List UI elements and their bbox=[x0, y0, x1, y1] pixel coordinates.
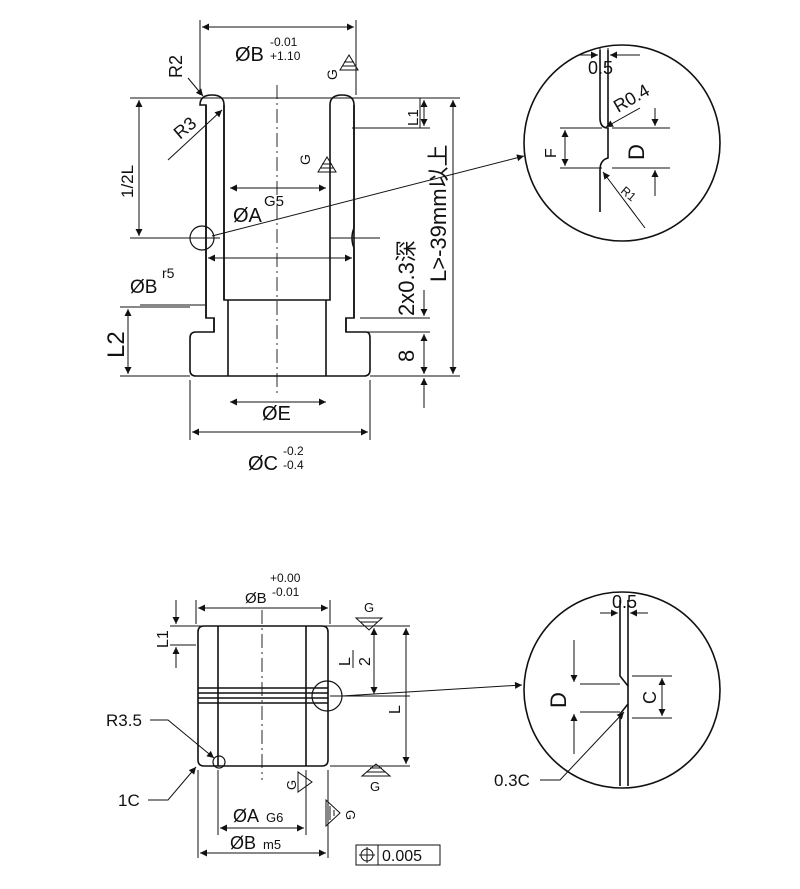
bottom-detail-c-label: C bbox=[640, 691, 660, 704]
bottom-m5-label: m5 bbox=[263, 837, 281, 852]
bottom-dia-b-tol-upper: +0.00 bbox=[270, 571, 301, 585]
top-dia-b-label: ØB bbox=[235, 44, 264, 66]
top-half-l-label: 1/2L bbox=[118, 165, 137, 198]
top-dia-c-tol-lower: -0.4 bbox=[283, 458, 304, 472]
top-dia-b-r5-label: ØB bbox=[130, 277, 157, 298]
bottom-r35-label: R3.5 bbox=[106, 711, 142, 730]
bottom-detail-chamfer-label: 0.3C bbox=[494, 771, 530, 790]
top-dia-b-tol-lower: +1.10 bbox=[270, 49, 301, 63]
top-detail-gap-label: 0.5 bbox=[588, 58, 613, 78]
top-eight-label: 8 bbox=[394, 350, 419, 362]
top-detail-d-label: D bbox=[624, 144, 649, 160]
top-dia-b-tol-upper: -0.01 bbox=[270, 35, 298, 49]
top-dia-c-tol-upper: -0.2 bbox=[283, 444, 304, 458]
top-guide-bushing-view: ØB -0.01 +1.10 R2 R3 1/2L ØA G5 ØB r5 L2… bbox=[103, 20, 525, 475]
bottom-grind-outer-label: G bbox=[343, 810, 358, 820]
top-dia-a-label: ØA bbox=[233, 205, 263, 227]
top-detail-circle bbox=[523, 44, 721, 242]
bottom-dia-a-label: ØA bbox=[233, 806, 259, 826]
top-detail-r04-label: R0.4 bbox=[610, 80, 653, 116]
bottom-detail-d-label: D bbox=[546, 692, 571, 708]
top-dia-c-label: ØC bbox=[248, 453, 278, 475]
position-tolerance-value: 0.005 bbox=[382, 848, 422, 865]
bottom-detail-circle bbox=[523, 591, 721, 789]
bottom-part-outline bbox=[197, 625, 329, 767]
bottom-1c-label: 1C bbox=[118, 791, 140, 810]
top-dia-e-label: ØE bbox=[262, 403, 291, 425]
position-tolerance-frame: 0.005 bbox=[355, 844, 441, 866]
top-length-label: L>-39mm以上 bbox=[426, 144, 451, 282]
top-r2-label: R2 bbox=[166, 55, 186, 78]
top-detail-f-label: F bbox=[543, 148, 560, 158]
bottom-detail-gap-label: 0.5 bbox=[612, 592, 637, 612]
top-r5-label: r5 bbox=[162, 265, 175, 281]
bottom-r35-circle bbox=[212, 755, 226, 769]
bottom-grind-top-label: G bbox=[364, 600, 374, 615]
bottom-groove-detail: 0.5 D C 0.3C bbox=[494, 591, 721, 790]
top-grind-g1-label: G bbox=[324, 69, 340, 80]
bottom-l-label: L bbox=[387, 705, 404, 714]
top-l1-label: L1 bbox=[405, 109, 422, 126]
bottom-dia-b-label: ØB bbox=[245, 590, 267, 607]
bottom-dia-b-tol-lower: -0.01 bbox=[272, 585, 300, 599]
bottom-grind-bottom-label: G bbox=[370, 779, 380, 794]
top-g5-label: G5 bbox=[264, 193, 284, 210]
top-r3-label: R3 bbox=[170, 113, 200, 143]
bottom-dia-b-m5-label: ØB bbox=[230, 833, 256, 853]
top-groove-depth-label: 2x0.3深 bbox=[394, 240, 419, 316]
top-grind-g2-label: G bbox=[297, 154, 313, 165]
bottom-l1-label: L1 bbox=[155, 630, 172, 648]
bottom-bushing-view: ØB +0.00 -0.01 L1 L 2 L R3.5 1C ØA G6 ØB… bbox=[106, 571, 523, 866]
top-groove-detail: 0.5 R0.4 F D R1 bbox=[523, 44, 721, 242]
top-detail-r1-label: R1 bbox=[618, 184, 639, 205]
top-part-outline bbox=[189, 94, 371, 377]
bottom-g6-label: G6 bbox=[266, 810, 283, 825]
top-l2-label: L2 bbox=[103, 331, 130, 358]
bottom-grind-bore-label: G bbox=[284, 780, 299, 790]
bottom-half-l-numerator: L bbox=[337, 657, 354, 666]
bottom-half-l-denominator: 2 bbox=[357, 657, 374, 666]
